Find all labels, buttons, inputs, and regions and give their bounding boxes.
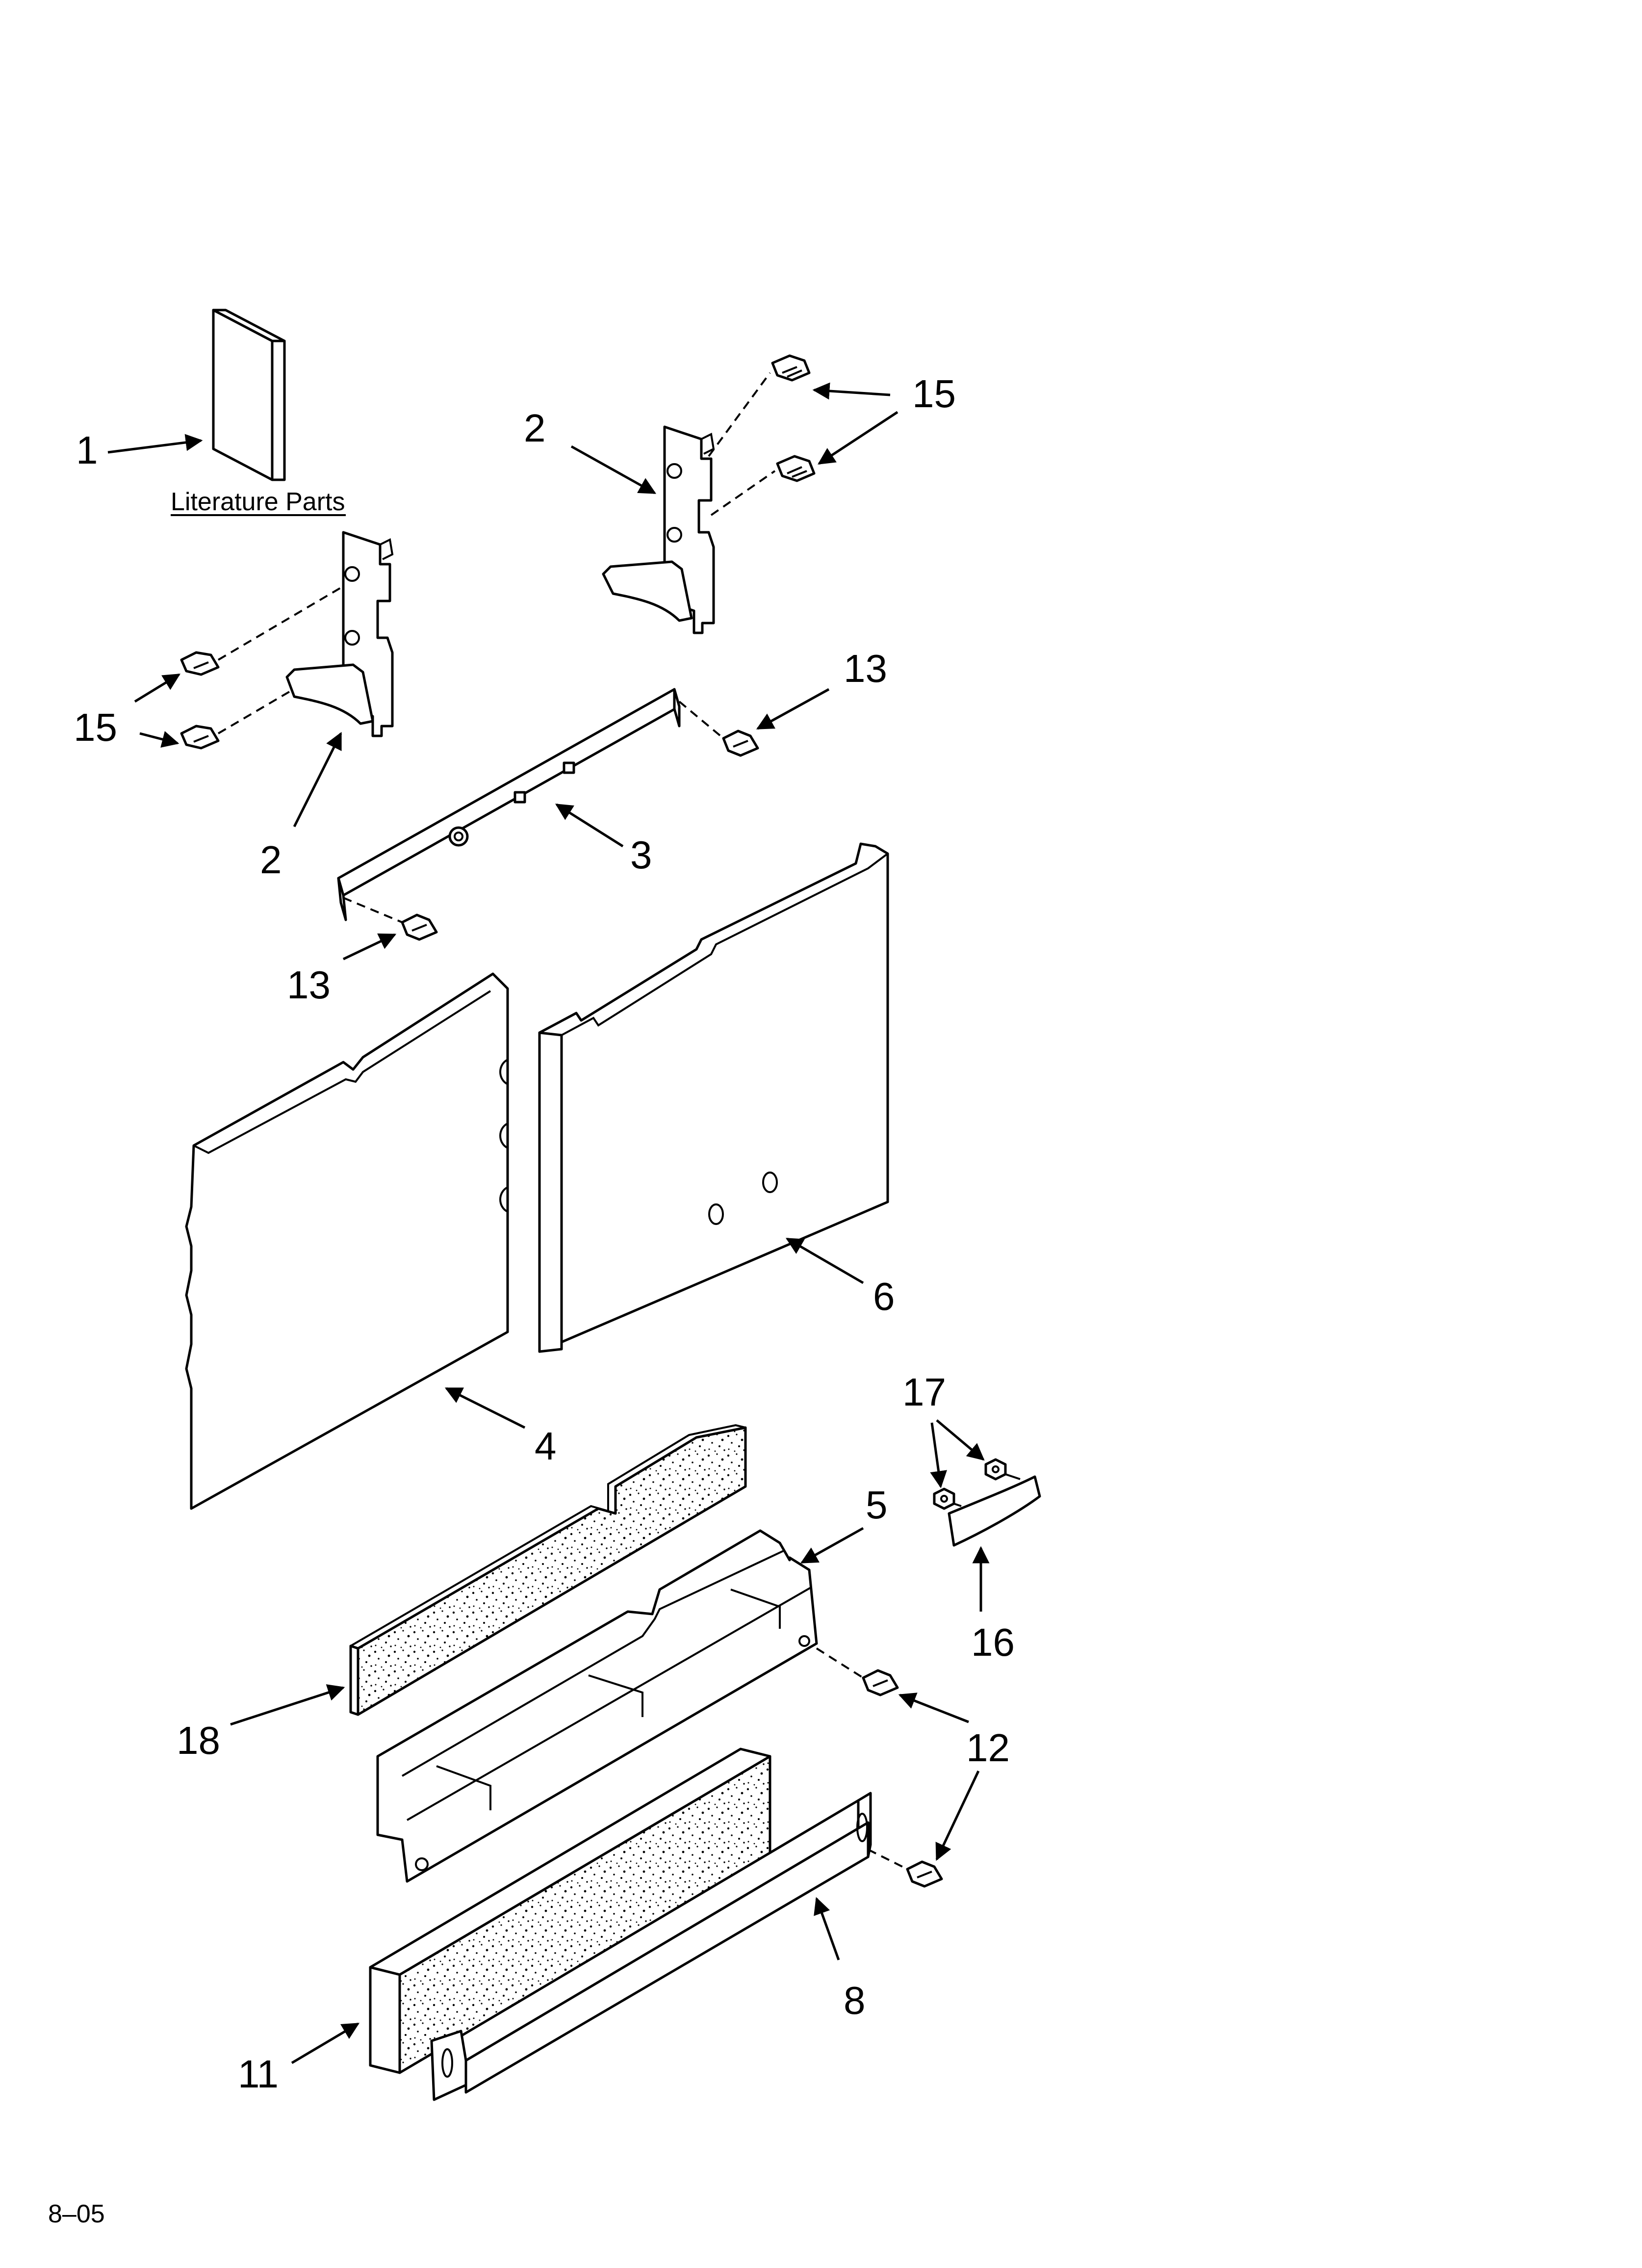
screw-15-top-1 bbox=[771, 354, 811, 382]
leader-4 bbox=[444, 1387, 526, 1429]
literature-parts-label: Literature Parts bbox=[171, 488, 345, 516]
nut-17-right bbox=[984, 1458, 1007, 1481]
foam-strip-18-part bbox=[349, 1424, 747, 1716]
leader-2b bbox=[293, 731, 342, 828]
callout-17: 17 bbox=[902, 1370, 946, 1414]
callout-8: 8 bbox=[844, 1979, 866, 2022]
callout-2b: 2 bbox=[260, 838, 282, 882]
leader-17-1 bbox=[930, 1422, 948, 1488]
screw-13-left bbox=[401, 913, 438, 941]
screw-13-right bbox=[722, 730, 759, 757]
callout-16: 16 bbox=[971, 1620, 1015, 1664]
leader-1 bbox=[107, 434, 203, 454]
right-mounting-bracket-part bbox=[602, 425, 715, 634]
lower-channel-part bbox=[376, 1529, 818, 1883]
literature-book-part bbox=[212, 309, 286, 481]
leader-2a bbox=[570, 445, 657, 495]
leader-18 bbox=[230, 1684, 345, 1726]
leader-11 bbox=[291, 2022, 360, 2064]
callout-13a: 13 bbox=[844, 647, 887, 690]
callout-5: 5 bbox=[866, 1483, 888, 1527]
callout-18: 18 bbox=[177, 1719, 220, 1762]
screw-12-upper bbox=[862, 1669, 899, 1696]
leader-13a bbox=[756, 688, 830, 730]
leader-15b-1 bbox=[134, 673, 180, 703]
left-mounting-bracket-part bbox=[285, 531, 394, 737]
callout-15a: 15 bbox=[912, 372, 956, 416]
leader-12-2 bbox=[935, 1770, 980, 1861]
door-rail-part bbox=[337, 688, 681, 921]
handle-16-part bbox=[948, 1475, 1041, 1547]
leader-8 bbox=[814, 1897, 840, 1960]
callout-1: 1 bbox=[76, 428, 98, 472]
callout-3: 3 bbox=[630, 833, 652, 877]
leader-3 bbox=[555, 803, 624, 848]
callout-2a: 2 bbox=[524, 406, 546, 450]
nut-17-left bbox=[933, 1487, 955, 1510]
callout-12: 12 bbox=[966, 1726, 1010, 1770]
callout-6: 6 bbox=[873, 1275, 895, 1318]
leader-12-1 bbox=[898, 1693, 969, 1723]
lower-trim-strip-part bbox=[430, 1792, 872, 2101]
callout-4: 4 bbox=[535, 1424, 557, 1468]
callout-13b: 13 bbox=[287, 963, 331, 1007]
screw-12-lower bbox=[906, 1860, 943, 1888]
inner-panel-part bbox=[185, 972, 509, 1510]
leader-15a-1 bbox=[812, 382, 891, 400]
callout-11: 11 bbox=[238, 2052, 279, 2096]
leader-6 bbox=[785, 1237, 864, 1284]
screw-15-left-2 bbox=[180, 725, 220, 750]
revision-footer: 8–05 bbox=[48, 2200, 105, 2228]
screw-15-top-2 bbox=[776, 455, 816, 482]
screw-15-left-1 bbox=[180, 651, 220, 676]
leader-13b bbox=[342, 933, 397, 961]
outer-door-panel-part bbox=[538, 842, 889, 1353]
leader-17-2 bbox=[936, 1419, 985, 1461]
leader-15a-2 bbox=[818, 411, 898, 465]
leader-15b-2 bbox=[139, 731, 180, 748]
callout-15b: 15 bbox=[74, 705, 117, 749]
leader-5 bbox=[800, 1527, 864, 1564]
